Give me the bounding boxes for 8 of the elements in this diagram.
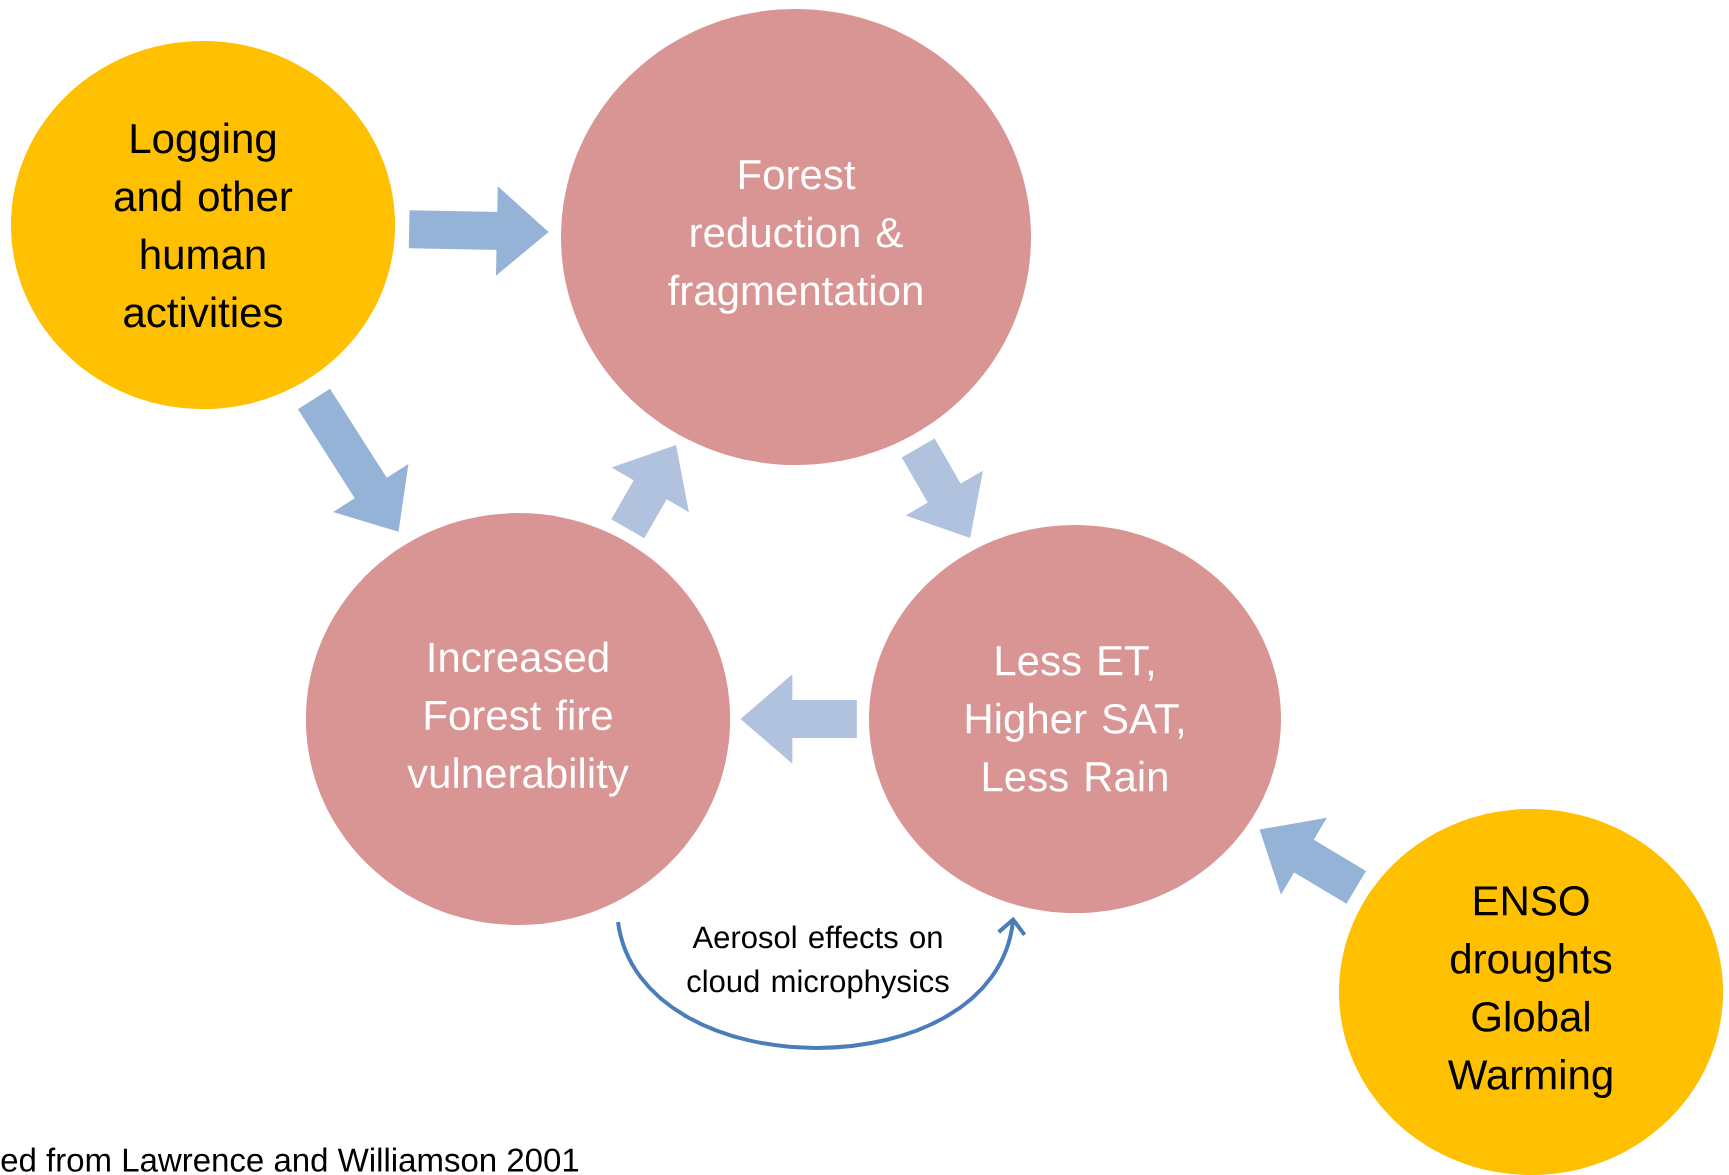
circle-node: Logging and other human activities bbox=[11, 41, 395, 409]
source-note: ed from Lawrence and Williamson 2001 bbox=[1, 1147, 579, 1172]
circle-node: Less ET, Higher SAT, Less Rain bbox=[869, 525, 1281, 913]
circle-node: ENSO droughts Global Warming bbox=[1339, 809, 1723, 1175]
circle-node: Forest reduction & fragmentation bbox=[561, 9, 1031, 465]
edge-label: Aerosol effects on cloud microphysics bbox=[687, 925, 949, 999]
circle-node: Increased Forest fire vulnerability bbox=[305, 513, 731, 925]
curved-arrow bbox=[616, 916, 1027, 1050]
